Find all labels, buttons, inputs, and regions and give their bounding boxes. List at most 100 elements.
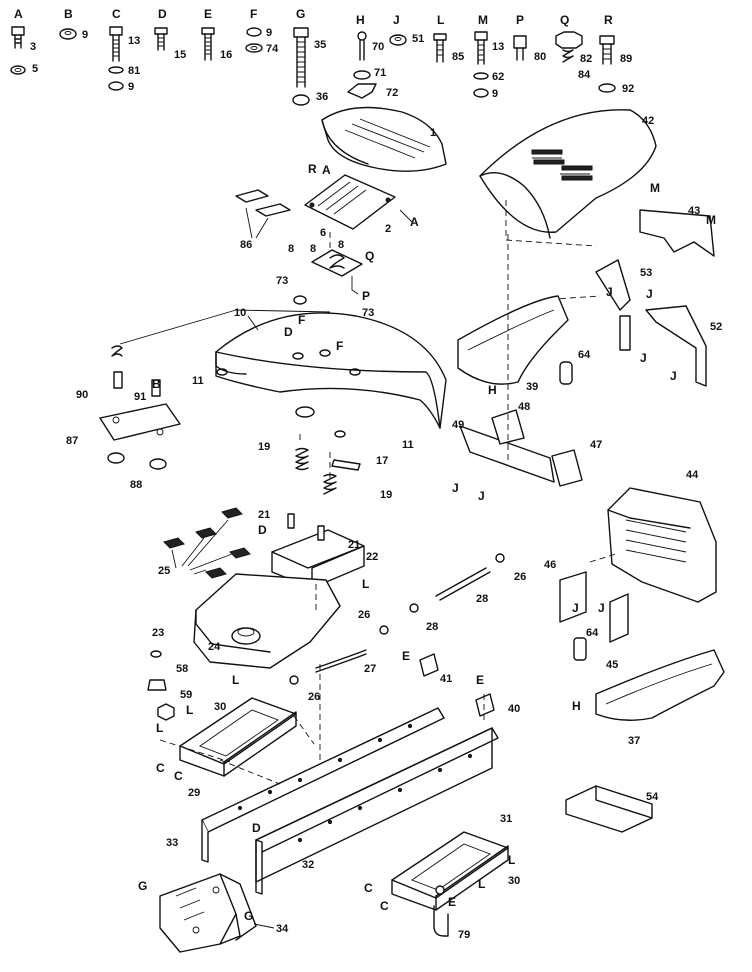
ref-q: Q <box>365 249 374 263</box>
ref-l: L <box>186 703 193 717</box>
ref-e: E <box>402 649 410 663</box>
hardware-q: 82 84 <box>555 31 592 81</box>
part-label-5: 5 <box>32 63 38 75</box>
ref-c: C <box>364 881 373 895</box>
ref-p: P <box>362 289 370 303</box>
part-label-28: 28 <box>476 593 488 605</box>
ref-c: C <box>380 899 389 913</box>
legend-letter-a: A <box>14 7 23 21</box>
mount-bracket-87: 90 91 87 88 B <box>66 345 181 491</box>
part-label-9: 9 <box>82 29 88 41</box>
ref-f: F <box>298 313 305 327</box>
part-label-80: 80 <box>534 51 546 63</box>
part-label-21: 21 <box>258 509 270 521</box>
part-label-41: 41 <box>440 673 452 685</box>
part-label-31: 31 <box>500 813 512 825</box>
seat: 1 <box>321 106 447 172</box>
part-label-88: 88 <box>130 479 142 491</box>
part-label-24: 24 <box>208 641 221 653</box>
leader-line <box>119 309 237 345</box>
hardware-m: 13 62 9 <box>473 31 504 100</box>
part-label-15: 15 <box>174 49 186 61</box>
part-label-35: 35 <box>314 39 326 51</box>
part-label-9: 9 <box>128 81 134 93</box>
ref-j: J <box>452 481 459 495</box>
part-label-37: 37 <box>628 735 640 747</box>
legend-letter-q: Q <box>560 13 569 27</box>
ref-m: M <box>650 181 660 195</box>
hardware-a: 3 5 <box>10 26 38 75</box>
pivot-brackets: 53 52 J J J J <box>539 259 722 387</box>
part-label-32: 32 <box>302 859 314 871</box>
ref-h: H <box>488 383 497 397</box>
part-label-73: 73 <box>362 307 374 319</box>
ref-j: J <box>646 287 653 301</box>
ref-j: J <box>606 285 613 299</box>
ref-b: B <box>152 377 161 391</box>
seat-pan: 2 R A A <box>304 162 419 235</box>
part-label-43: 43 <box>688 205 700 217</box>
ref-h: H <box>572 699 581 713</box>
part-label-8: 8 <box>288 243 294 255</box>
legend-letter-l: L <box>437 13 444 27</box>
lower-brackets: 46 45 J J 64 <box>544 559 629 671</box>
ref-l: L <box>478 877 485 891</box>
legend-letter-d: D <box>158 7 167 21</box>
hardware-b: 9 <box>59 28 88 41</box>
part-label-2: 2 <box>385 223 391 235</box>
ref-l: L <box>508 853 515 867</box>
part-label-51: 51 <box>412 33 424 45</box>
ref-l: L <box>156 721 163 735</box>
part-label-81: 81 <box>128 65 140 77</box>
part-label-26: 26 <box>358 609 370 621</box>
hardware-d: 15 <box>154 27 186 61</box>
part-label-17: 17 <box>376 455 388 467</box>
assembly-leaders <box>299 230 509 760</box>
ref-a: A <box>322 163 331 177</box>
leader-line <box>235 309 331 313</box>
side-panel-39: 39 H <box>457 295 569 397</box>
legend-letter-p: P <box>516 13 524 27</box>
part-label-19: 19 <box>258 441 270 453</box>
ref-j: J <box>640 351 647 365</box>
rear-panel-44: 44 <box>589 469 717 603</box>
dash-panel: 48 47 49 J J <box>452 401 602 503</box>
rear-body-fender: 10 11 11 F F D <box>192 307 447 451</box>
hood-bracket-43: 43 M M <box>639 181 716 257</box>
ref-j: J <box>478 489 485 503</box>
ref-j: J <box>670 369 677 383</box>
part-label-90: 90 <box>76 389 88 401</box>
part-label-85: 85 <box>452 51 464 63</box>
part-label-91: 91 <box>134 391 146 403</box>
ref-g: G <box>244 909 253 923</box>
springs: 19 19 17 <box>258 441 392 501</box>
legend-letter-c: C <box>112 7 121 21</box>
ref-f: F <box>336 339 343 353</box>
part-label-44: 44 <box>686 469 699 481</box>
ref-d: D <box>284 325 293 339</box>
part-label-39: 39 <box>526 381 538 393</box>
hardware-h: 70 71 72 <box>347 31 398 99</box>
frame-rail-32: 32 D <box>252 727 499 895</box>
part-label-92: 92 <box>622 83 634 95</box>
part-label-47: 47 <box>590 439 602 451</box>
seat-pads: 86 <box>235 189 291 251</box>
ref-e: E <box>476 673 484 687</box>
ref-d: D <box>252 821 261 835</box>
part-label-13: 13 <box>492 41 504 53</box>
part-label-10: 10 <box>234 307 246 319</box>
part-label-22: 22 <box>366 551 378 563</box>
part-label-9: 9 <box>492 88 498 100</box>
hardware-p: 80 <box>513 35 546 63</box>
part-label-54: 54 <box>646 791 659 803</box>
part-label-30: 30 <box>214 701 226 713</box>
part-label-64: 64 <box>586 627 599 639</box>
part-label-30: 30 <box>508 875 520 887</box>
ref-a: A <box>410 215 419 229</box>
ref-l: L <box>362 577 369 591</box>
part-label-1: 1 <box>430 127 436 139</box>
part-label-11: 11 <box>402 439 414 451</box>
part-label-62: 62 <box>492 71 504 83</box>
